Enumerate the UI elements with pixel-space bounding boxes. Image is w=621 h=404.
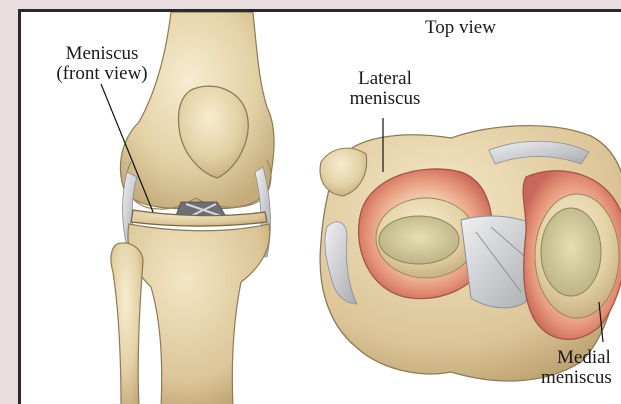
medial-line1: Medial xyxy=(541,348,612,368)
medial-cartilage-pad xyxy=(541,208,601,296)
top-view-label: Top view xyxy=(425,18,496,38)
top-view-knee xyxy=(320,118,621,381)
lateral-meniscus-label: Lateral meniscus xyxy=(335,69,435,109)
meniscus-front-line1: Meniscus xyxy=(41,44,163,64)
tibia xyxy=(128,224,270,404)
lateral-line1: Lateral xyxy=(335,69,435,89)
fibula xyxy=(111,243,143,404)
meniscus-front-line2: (front view) xyxy=(41,64,163,84)
medial-line2: meniscus xyxy=(541,368,612,388)
medial-meniscus-label: Medial meniscus xyxy=(541,348,612,388)
diagram-frame: Top view Meniscus (front view) Lateral m… xyxy=(18,9,621,404)
meniscus-front-view-label: Meniscus (front view) xyxy=(41,44,163,84)
lateral-cartilage-pad xyxy=(379,216,459,264)
lateral-line2: meniscus xyxy=(335,89,435,109)
